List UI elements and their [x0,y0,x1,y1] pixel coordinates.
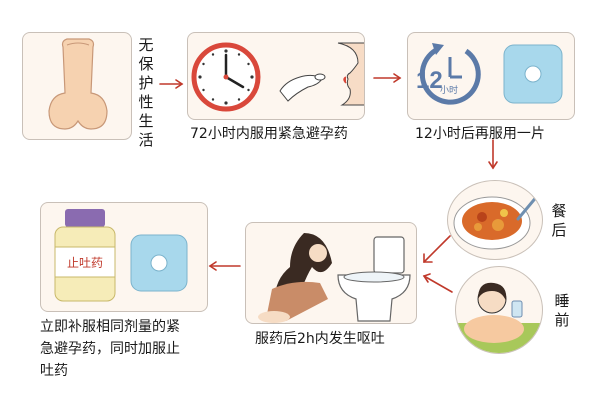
panel-take-pill-72h [187,32,365,120]
caption-retake-line1: 立即补服相同剂量的紧 [40,319,180,335]
panel-vomit-2h [245,222,417,324]
circle-after-meal [447,180,543,260]
woman-figure [258,233,332,323]
arrow-sex-to-72h [159,79,184,89]
clock-and-pill-illustration [191,42,364,112]
panel-retake-dose: 止吐药 [40,202,208,312]
vomit-illustration [258,233,411,323]
arrow-72h-to-12h [373,73,402,83]
arrow-12h-down [488,139,498,170]
meal-bowl-illustration [453,193,540,250]
caption-retake-line2: 急避孕药，同时加服止 [40,341,180,357]
face-profile [337,42,364,106]
clock-icon [191,42,261,112]
arrow-sleep-to-vomit [422,273,453,293]
label-unprotected-sex: 无保护性生活 [138,36,154,149]
pill-tablet-2 [130,234,188,292]
caption-take-within-72h: 72小时内服用紧急避孕药 [190,126,348,142]
panel-take-again-12h: 12 小时 [407,32,575,120]
arrow-meal-to-vomit [423,235,451,263]
toilet-icon [337,236,411,322]
bottle-label: 止吐药 [66,256,103,270]
caption-take-again-12h: 12小时后再服用一片 [415,126,545,142]
label-before-sleep: 睡前 [554,292,570,329]
caption-vomit-within-2h: 服药后2h内发生呕吐 [255,331,385,347]
body-illustration [48,38,108,130]
retake-illustration [54,209,188,302]
sleep-illustration [456,282,542,353]
label-after-meal: 餐后 [551,202,567,239]
panel-unprotected-sex [22,32,132,140]
arrow-vomit-to-retake [208,261,241,271]
hand-with-pill [279,73,326,102]
clock-number-12: 12 [416,67,443,94]
twelve-hour-illustration [419,43,563,105]
circle-before-sleep [455,266,543,354]
medicine-bottle [54,209,116,302]
caption-retake-line3: 吐药 [40,363,68,379]
pill-tablet [503,44,563,104]
clock-arrow-icon [419,43,481,105]
clock-unit-hours: 小时 [440,86,459,96]
